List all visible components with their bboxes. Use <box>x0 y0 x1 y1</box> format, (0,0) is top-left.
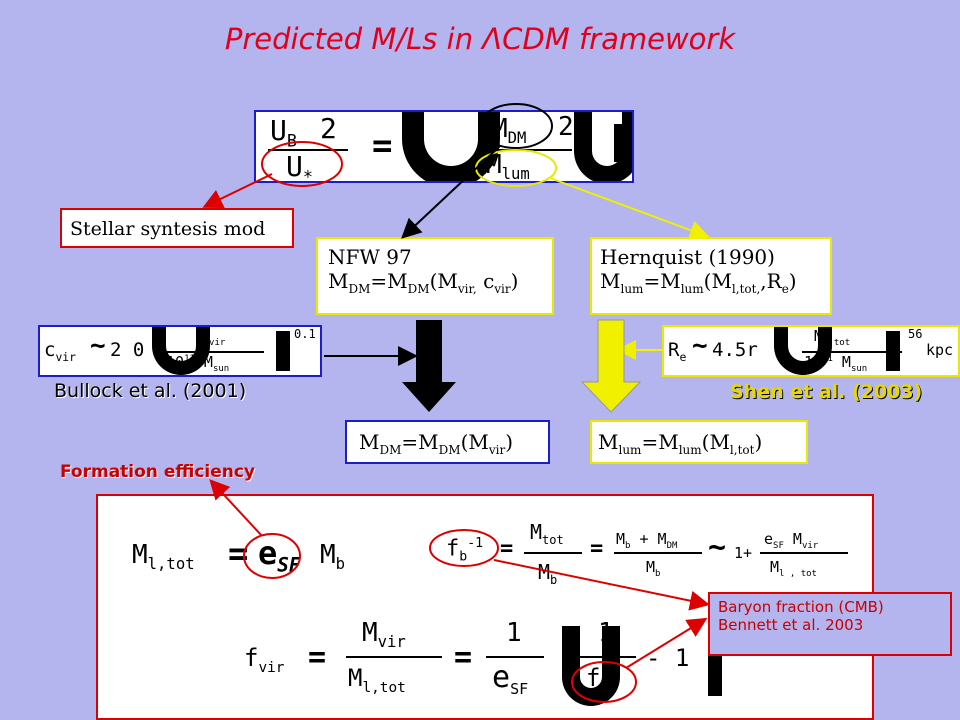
bullock-formula-box: cvir ~ 2 0 Mvir 1011 Msun 0.1 <box>38 325 322 377</box>
mtot-num: Mtot <box>530 520 564 547</box>
bullock-exponent: 0.1 <box>294 327 316 341</box>
mtot-fraction-bar <box>524 552 582 554</box>
hernquist-relation: Mlum=Mlum(Ml,tot,,Re) <box>600 269 797 296</box>
mdm-result-box: MDM=MDM(Mvir) <box>345 420 550 464</box>
shen-bar-right <box>886 331 900 371</box>
fb-inverse-term: fb-1 <box>446 536 484 565</box>
bullock-label: Bullock et al. (2001) <box>54 380 247 402</box>
shen-tail: kpc <box>926 341 954 359</box>
shen-label: Shen et al. (2003) <box>730 381 923 403</box>
fb-den: fb <box>586 664 610 696</box>
fvir-term: fvir <box>244 644 285 676</box>
esf-fraction-bar <box>760 552 848 554</box>
bullock-coef: 2 0 <box>110 339 145 361</box>
hernquist-title: Hernquist (1990) <box>600 245 775 269</box>
us-term: U* <box>286 150 313 183</box>
stellar-synthesis-box: Stellar syntesis mod <box>60 208 294 248</box>
black-down-arrow <box>402 320 456 412</box>
esf-term-1: eSF <box>258 534 301 577</box>
top-formula-box: UB U* 2 = MDM Mlum 2 <box>254 110 634 183</box>
ml-tot-term: Ml,tot <box>132 540 195 574</box>
ml-tot-den: Ml , tot <box>770 558 817 579</box>
shen-fraction-bar <box>802 351 902 353</box>
baryon-fraction-box: Baryon fraction (CMB) Bennett et al. 200… <box>708 592 952 656</box>
ub-power: 2 <box>320 112 337 145</box>
mdm-term: MDM <box>492 114 527 148</box>
top-bracket-shape-2 <box>574 112 632 181</box>
page-title: Predicted M/Ls in ΛCDM framework <box>224 22 736 56</box>
bullock-approx: ~ <box>90 331 106 361</box>
yellow-down-arrow <box>580 319 642 413</box>
hernquist-box: Hernquist (1990) Mlum=Mlum(Ml,tot,,Re) <box>590 237 832 315</box>
one-plus: 1+ <box>734 544 753 562</box>
mvir-num: Mvir <box>362 618 406 652</box>
mlum-result-box: Mlum=Mlum(Ml,tot) <box>590 420 808 464</box>
baryon-fraction-ref: Bennett et al. 2003 <box>718 616 864 634</box>
fvir-eq-1: = <box>308 640 327 675</box>
nfw-box: NFW 97 MDM=MDM(Mvir, cvir) <box>316 237 554 315</box>
nfw-title: NFW 97 <box>328 245 412 269</box>
bullock-fraction-bar <box>164 351 264 353</box>
mb-den-2: Mb <box>646 558 661 579</box>
mvir-fraction-bar <box>346 656 442 658</box>
sum-num: Mb + MDM <box>616 530 678 551</box>
top-eq-sign: = <box>372 126 393 166</box>
bullock-den: 1011 Msun <box>166 353 230 374</box>
mlum-term: Mlum <box>486 150 530 183</box>
one-num: 1 <box>506 618 522 648</box>
chain-eq-1: = <box>500 536 514 561</box>
re-term: Re <box>668 339 687 364</box>
bullock-bar-right <box>276 331 290 371</box>
esf-den: eSF <box>492 660 529 698</box>
shen-approx: ~ <box>692 331 708 361</box>
ml-tot-den-2: Ml,tot <box>348 664 406 696</box>
nfw-relation: MDM=MDM(Mvir, cvir) <box>328 269 519 296</box>
ub-term: UB <box>270 114 297 151</box>
shen-formula-box: Re ~ 4.5r Ml,tot 1011 Msun 56 kpc <box>662 325 960 377</box>
one-fb-fraction-bar <box>580 656 636 658</box>
cvir-term: cvir <box>44 339 77 364</box>
chain-eq-2: = <box>590 536 604 561</box>
shen-den: 1011 Msun <box>804 353 868 374</box>
baryon-fraction-title: Baryon fraction (CMB) <box>718 598 884 616</box>
eq1-eq-sign: = <box>228 534 249 574</box>
top-bar-right <box>614 124 626 162</box>
chain-approx: ~ <box>708 530 727 565</box>
shen-coef: 4.5r <box>712 339 758 361</box>
minus-one: - 1 <box>646 644 690 672</box>
bullock-num: Mvir <box>200 327 226 348</box>
mb-den-1: Mb <box>538 560 558 587</box>
shen-num: Ml,tot <box>814 327 851 348</box>
one-esf-fraction-bar <box>486 656 544 658</box>
fvir-eq-2: = <box>454 640 473 675</box>
esf-mvir-num: eSF Mvir <box>764 530 819 551</box>
sum-fraction-bar <box>614 552 702 554</box>
formation-efficiency-label: Formation efficiency <box>60 462 256 482</box>
mb-term: Mb <box>320 540 346 574</box>
shen-exponent: 56 <box>908 327 923 341</box>
hernquist-arrow <box>549 177 710 240</box>
mdm-power: 2 <box>558 112 574 142</box>
one-num-2: 1 <box>598 618 614 648</box>
